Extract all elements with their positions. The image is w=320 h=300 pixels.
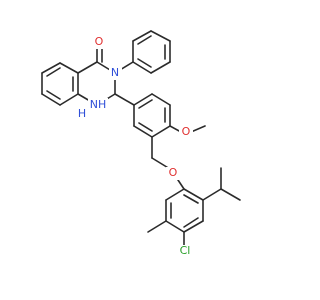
amine-hydrogen-label: H bbox=[78, 107, 86, 120]
bond bbox=[133, 93, 153, 106]
bond bbox=[190, 125, 206, 133]
bond bbox=[41, 93, 61, 106]
bond-double-inner bbox=[46, 67, 61, 77]
atom-background bbox=[179, 126, 193, 139]
bond bbox=[132, 61, 152, 74]
bond bbox=[165, 188, 185, 201]
bond bbox=[77, 61, 98, 74]
bond-double-inner bbox=[183, 194, 199, 204]
bond bbox=[151, 125, 171, 138]
bond bbox=[147, 220, 167, 233]
atom-background bbox=[109, 67, 122, 80]
bond bbox=[150, 30, 171, 42]
bond-double-inner bbox=[138, 99, 153, 109]
bond bbox=[220, 188, 241, 201]
amide-nitrogen-label: N bbox=[111, 66, 119, 79]
bond-double-inner bbox=[46, 90, 61, 100]
molecule-structure: O N NH H O O Cl bbox=[41, 30, 241, 258]
atom-background bbox=[166, 167, 180, 180]
bond bbox=[41, 62, 61, 74]
bond bbox=[133, 125, 153, 138]
bond-double-inner bbox=[138, 122, 153, 132]
bond bbox=[151, 93, 171, 106]
ether-oxygen-label: O bbox=[169, 166, 178, 179]
bond-double-inner bbox=[137, 35, 152, 45]
carbonyl-oxygen-label: O bbox=[95, 35, 104, 48]
bond bbox=[183, 220, 204, 233]
bond bbox=[150, 61, 171, 74]
methoxy-oxygen-label: O bbox=[182, 125, 191, 138]
atom-background bbox=[175, 245, 195, 258]
chlorine-label: Cl bbox=[180, 244, 191, 257]
bond bbox=[202, 188, 222, 201]
amine-nitrogen-label: NH bbox=[90, 98, 107, 111]
atom-background bbox=[93, 36, 107, 49]
atom-background bbox=[88, 98, 108, 111]
bond bbox=[59, 93, 79, 106]
bond bbox=[59, 62, 79, 74]
bond-layer bbox=[41, 30, 241, 247]
bond-double-inner bbox=[183, 217, 199, 228]
bond bbox=[114, 93, 135, 106]
bond bbox=[183, 188, 204, 201]
bond-double-inner bbox=[137, 58, 152, 68]
bond bbox=[132, 30, 152, 42]
bond bbox=[165, 220, 185, 233]
atom-layer: O N NH H O O Cl bbox=[77, 35, 195, 258]
atom-background bbox=[77, 108, 87, 120]
